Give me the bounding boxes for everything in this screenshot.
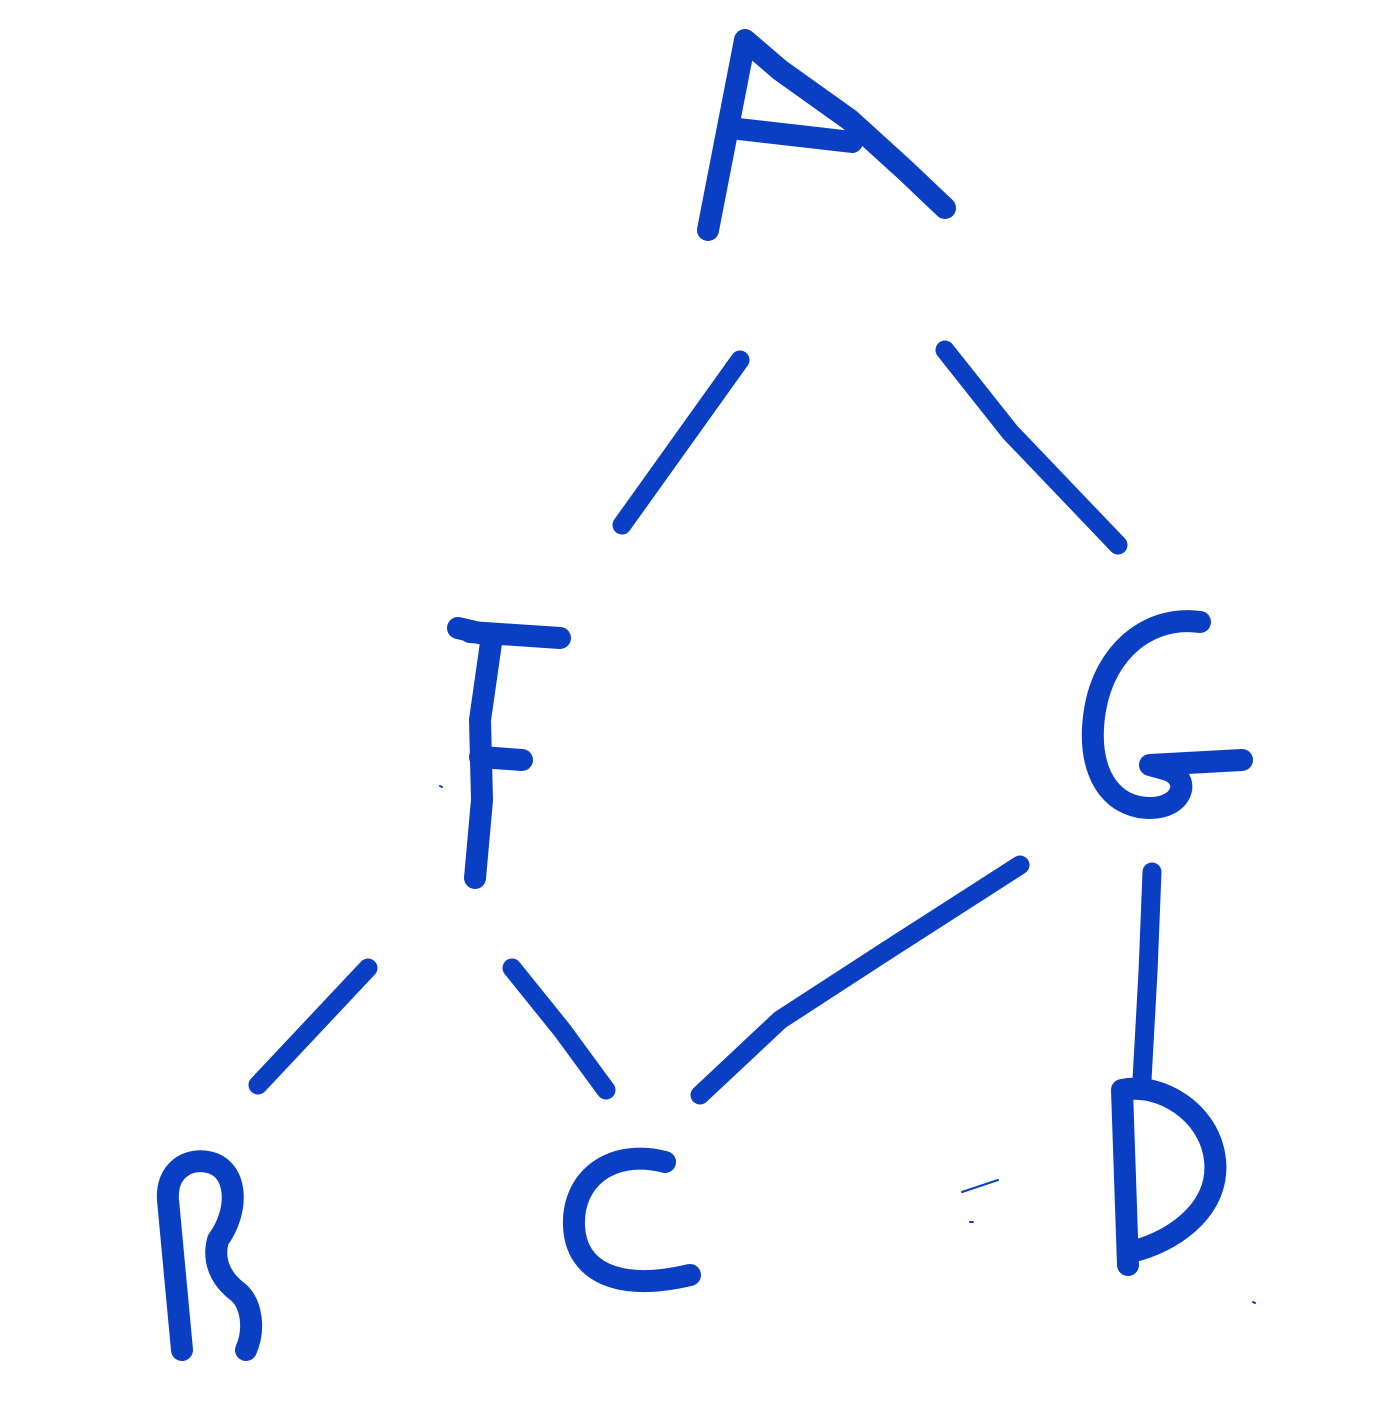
node-D-glyph — [1111, 1077, 1227, 1276]
node-A — [697, 29, 956, 241]
node-F — [447, 617, 571, 889]
node-F-mid-bar — [469, 746, 533, 771]
ink-layer — [156, 29, 1256, 1361]
edge-A-G — [935, 340, 1128, 555]
node-F-top-bar — [459, 621, 571, 649]
node-C-glyph — [562, 1147, 701, 1292]
node-B — [156, 1150, 263, 1361]
node-G-glyph — [1081, 610, 1253, 819]
node-C — [562, 1147, 701, 1292]
node-A-glyph — [697, 29, 956, 241]
edge-A-F — [612, 350, 750, 535]
node-A-crossbar — [719, 117, 863, 153]
edge-G-D — [1132, 862, 1162, 1090]
marker-speck — [439, 785, 443, 788]
edge-G-C — [690, 855, 1030, 1105]
marker-speck — [961, 1179, 999, 1193]
marker-speck — [1252, 1301, 1256, 1304]
node-B-glyph — [156, 1150, 263, 1361]
edge-F-B — [248, 958, 378, 1095]
node-D — [1111, 1077, 1227, 1276]
node-G — [1081, 610, 1253, 819]
edge-F-C — [502, 958, 616, 1100]
